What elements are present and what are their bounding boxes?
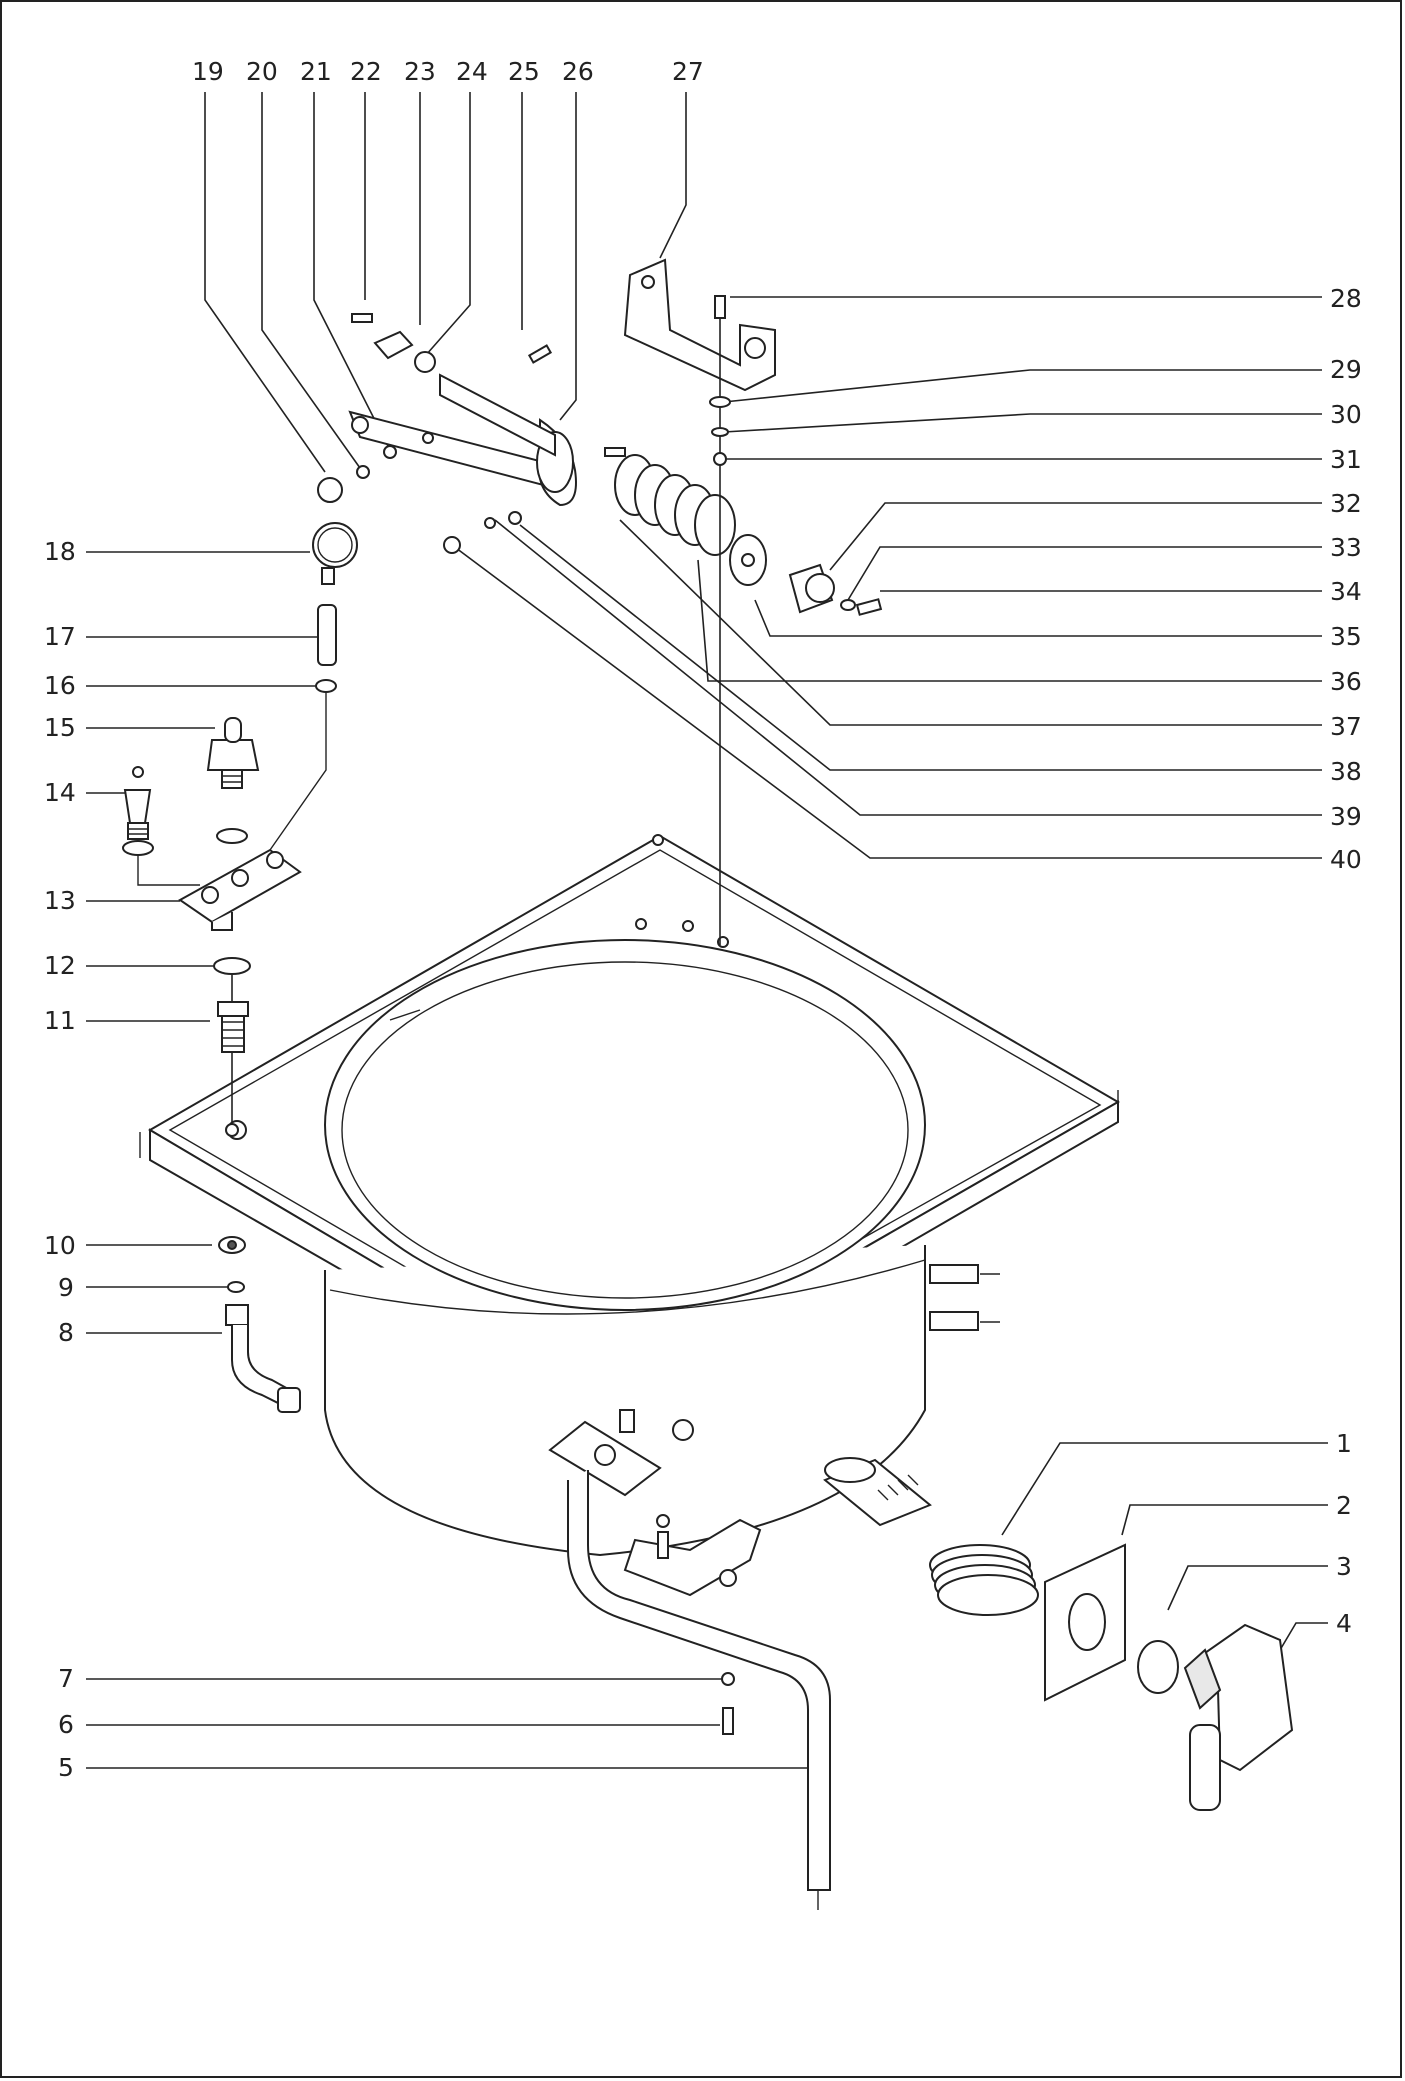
- callout-34: 34: [1330, 577, 1362, 606]
- callout-33: 33: [1330, 533, 1362, 562]
- callout-37: 37: [1330, 712, 1362, 741]
- right-lower-callouts: 1 2 3 4: [1336, 1429, 1352, 1638]
- callout-26: 26: [562, 57, 594, 86]
- callout-19: 19: [192, 57, 224, 86]
- left-lower-leaders: [86, 1244, 808, 1769]
- callout-4: 4: [1336, 1609, 1352, 1638]
- callout-35: 35: [1330, 622, 1362, 651]
- left-upper-callouts: 18 17 16 15 14 13 12 11: [44, 537, 76, 1035]
- left-fittings: [122, 522, 358, 1413]
- callout-6: 6: [58, 1710, 74, 1739]
- top-callouts: 19 20 21 22 23 24 25 26 27: [192, 57, 704, 86]
- callout-29: 29: [1330, 355, 1362, 384]
- callout-36: 36: [1330, 667, 1362, 696]
- callout-40: 40: [1330, 845, 1362, 874]
- callout-28: 28: [1330, 284, 1362, 313]
- callout-7: 7: [58, 1664, 74, 1693]
- callout-32: 32: [1330, 489, 1362, 518]
- callout-18: 18: [44, 537, 76, 566]
- callout-13: 13: [44, 886, 76, 915]
- tank: [324, 939, 1000, 1597]
- callout-23: 23: [404, 57, 436, 86]
- callout-38: 38: [1330, 757, 1362, 786]
- right-callouts: 28 29 30 31 32 33 34 35 36 37 38 39 40: [1330, 284, 1362, 874]
- top-leaders: [204, 92, 687, 473]
- callout-1: 1: [1336, 1429, 1352, 1458]
- spring: [614, 454, 736, 556]
- callout-8: 8: [58, 1318, 74, 1347]
- callout-15: 15: [44, 713, 76, 742]
- left-lower-callouts: 10 9 8 7 6 5: [44, 1231, 76, 1782]
- right-lower-leaders: [1001, 1442, 1328, 1651]
- top-arm-assembly: [317, 258, 883, 945]
- callout-9: 9: [58, 1273, 74, 1302]
- callout-24: 24: [456, 57, 488, 86]
- callout-27: 27: [672, 57, 704, 86]
- callout-39: 39: [1330, 802, 1362, 831]
- callout-17: 17: [44, 622, 76, 651]
- callout-10: 10: [44, 1231, 76, 1260]
- callout-30: 30: [1330, 400, 1362, 429]
- callout-16: 16: [44, 671, 76, 700]
- drain-rod-assembly: [548, 1420, 831, 1910]
- callout-11: 11: [44, 1006, 76, 1035]
- callout-5: 5: [58, 1753, 74, 1782]
- callout-3: 3: [1336, 1552, 1352, 1581]
- callout-14: 14: [44, 778, 76, 807]
- callout-21: 21: [300, 57, 332, 86]
- faucet-assembly: [823, 1457, 1294, 1811]
- callout-25: 25: [508, 57, 540, 86]
- callout-31: 31: [1330, 445, 1362, 474]
- left-upper-leaders: [86, 551, 320, 1022]
- callout-22: 22: [350, 57, 382, 86]
- callout-2: 2: [1336, 1491, 1352, 1520]
- callout-12: 12: [44, 951, 76, 980]
- right-leaders: [451, 296, 1322, 859]
- callout-20: 20: [246, 57, 278, 86]
